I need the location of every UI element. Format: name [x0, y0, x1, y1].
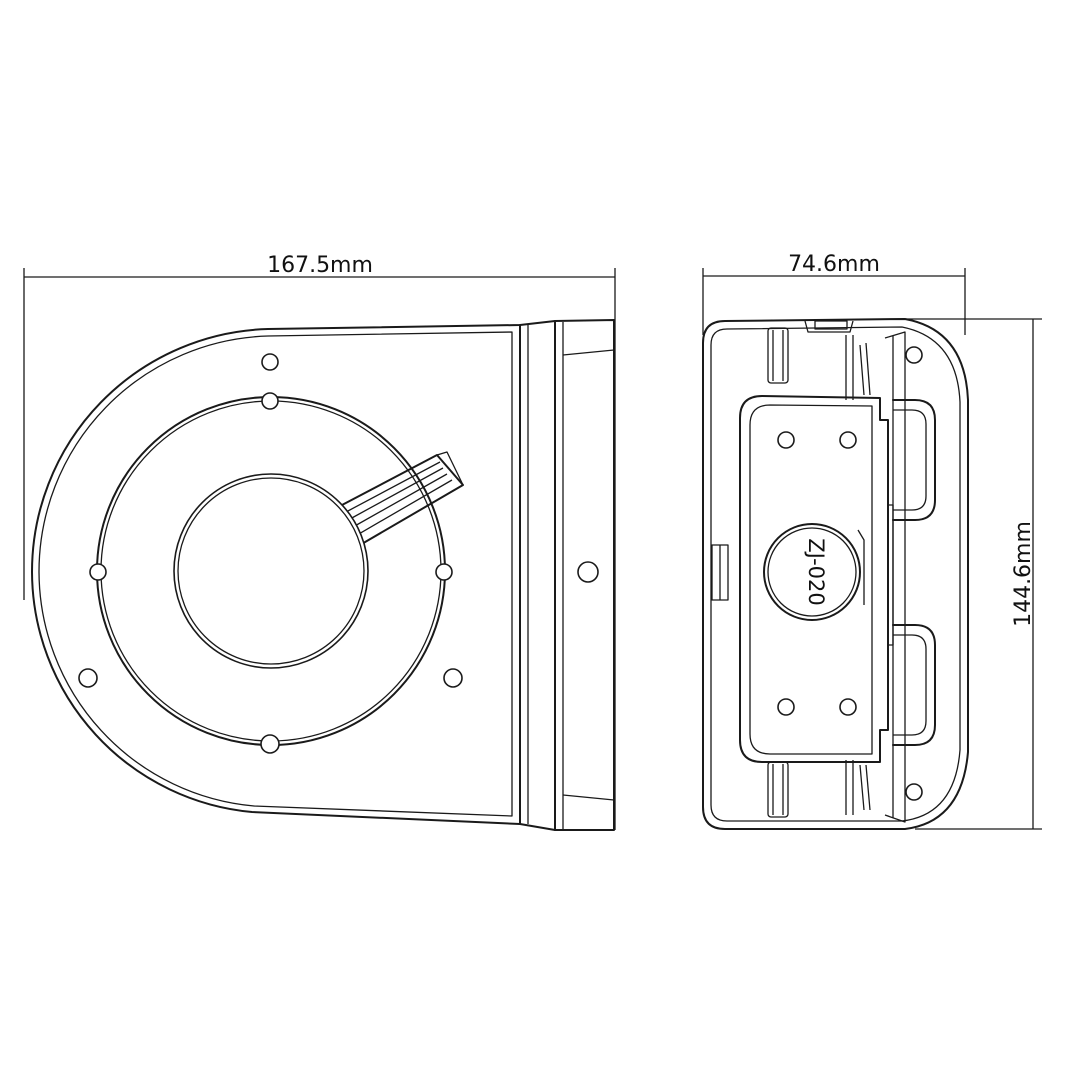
hinge-loop — [892, 624, 936, 746]
front-view: 167.5mm — [23, 253, 616, 831]
hinge-loop — [892, 399, 936, 521]
part-number-label: ZJ-020 — [804, 538, 828, 606]
screw-hole — [443, 668, 463, 688]
side-view: 74.6mm 144.6mm — [702, 252, 1042, 830]
depth-dimension: 74.6mm — [702, 252, 966, 335]
post — [767, 761, 789, 818]
plate-hole — [839, 431, 857, 449]
width-label: 167.5mm — [267, 253, 373, 278]
depth-label: 74.6mm — [788, 252, 880, 277]
central-opening — [173, 473, 369, 669]
screw-hole — [435, 563, 453, 581]
plate-hole — [777, 431, 795, 449]
screw-hole — [577, 561, 599, 583]
screw-hole — [89, 563, 107, 581]
height-label: 144.6mm — [1011, 521, 1036, 627]
side-housing-outline — [702, 318, 969, 830]
screw-hole — [261, 392, 279, 410]
corner-hole — [905, 346, 923, 364]
plate-hole — [839, 698, 857, 716]
housing-outline — [31, 319, 615, 831]
screw-hole — [260, 734, 280, 754]
mounting-plate — [739, 395, 889, 763]
post — [767, 327, 789, 384]
screw-hole — [78, 668, 98, 688]
corner-hole — [905, 783, 923, 801]
cable-port: ZJ-020 — [763, 523, 865, 621]
plate-hole — [777, 698, 795, 716]
cable-slot — [341, 451, 464, 546]
height-dimension: 144.6mm — [905, 318, 1042, 830]
housing-inner-outline — [38, 331, 513, 817]
screw-hole — [261, 353, 279, 371]
